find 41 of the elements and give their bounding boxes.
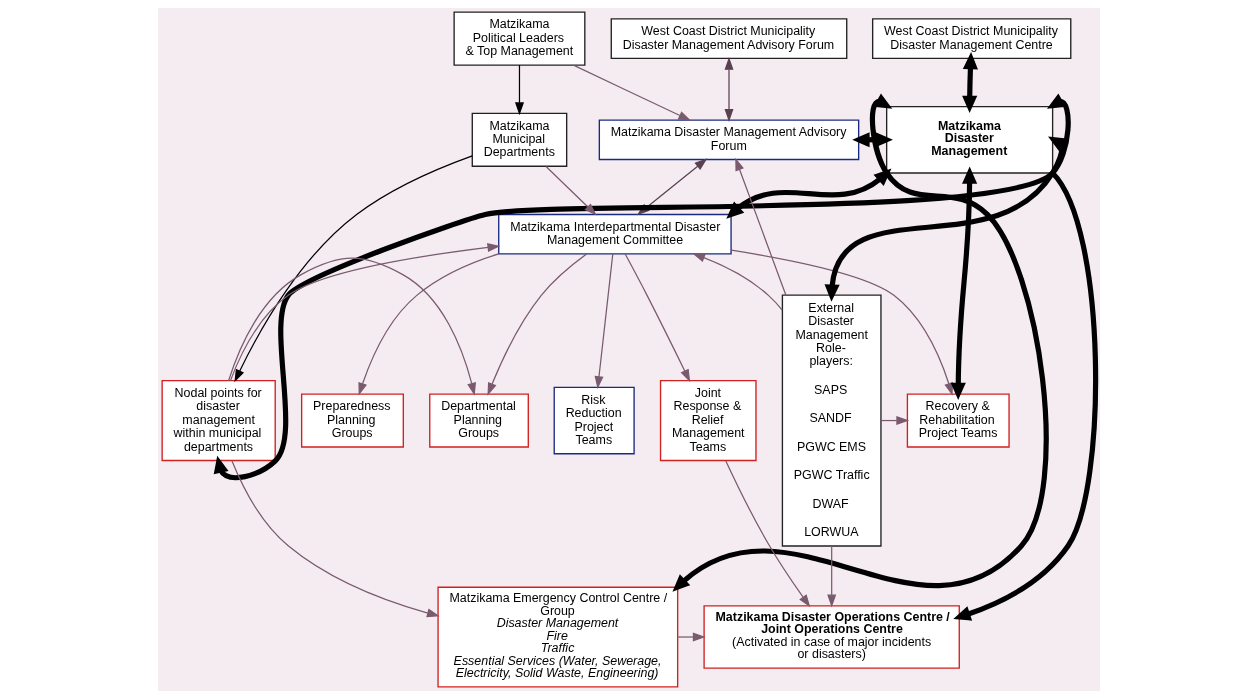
node-box: Matzikama Disaster Operations Centre / Joint Operations Centre (Activated in case of major incidents or disasters) [703, 605, 960, 669]
arrow [487, 253, 588, 396]
arrow [852, 132, 893, 148]
arrow [572, 64, 692, 121]
arrow [594, 253, 614, 390]
arrow [724, 56, 734, 122]
node-box: West Coast District Municipality Disaster Management Centre [872, 18, 1072, 60]
arrow [514, 64, 524, 116]
arrow [692, 253, 783, 311]
arrow [213, 93, 1071, 480]
node-box: Nodal points for disaster management within municipal departments [161, 379, 276, 462]
arrow [725, 460, 811, 608]
arrow [358, 253, 500, 396]
node-box: Matzikama Interdepartmental Disaster Management Committee [498, 213, 732, 255]
node-box: Recovery & Rehabilitation Project Teams [906, 393, 1010, 448]
node-box: Risk Reduction Project Teams [553, 386, 635, 455]
arrow [726, 168, 892, 219]
arrow [228, 257, 476, 396]
node-box: Matzikama Emergency Control Centre / Group Disaster Management Fire Traffic Essential Services (Water, Sewerage, Electricity, Solid Waste, Engineering) [437, 586, 679, 688]
arrow [730, 249, 954, 396]
node-box: External Disaster Management Role-players: SAPS SANDF PGWC EMS PGWC Traffic DWAF LORWUA [781, 294, 882, 547]
arrow [677, 632, 706, 642]
arrow [962, 51, 978, 114]
node-box: Matzikama Political Leaders & Top Management [453, 11, 586, 66]
node-box: West Coast District Municipality Disaster Management Advisory Forum [610, 18, 848, 60]
arrow [231, 459, 440, 618]
node-box: Matzikama Disaster Management Advisory Forum [598, 119, 860, 161]
node-box: Matzikama Municipal Departments [471, 112, 568, 167]
node-box: Departmental Planning Groups [429, 393, 529, 448]
arrow [229, 242, 501, 382]
arrow [624, 253, 691, 383]
arrow [545, 165, 597, 216]
arrow [672, 93, 1049, 592]
node-box: Preparedness Planning Groups [301, 393, 404, 448]
arrow [234, 155, 473, 383]
arrow [827, 545, 837, 608]
arrow [953, 171, 1098, 621]
arrow [950, 166, 978, 401]
node-box: Joint Response & Relief Management Teams [659, 379, 757, 462]
node-box: Matzikama Disaster Management [886, 105, 1054, 174]
arrow [735, 157, 787, 296]
